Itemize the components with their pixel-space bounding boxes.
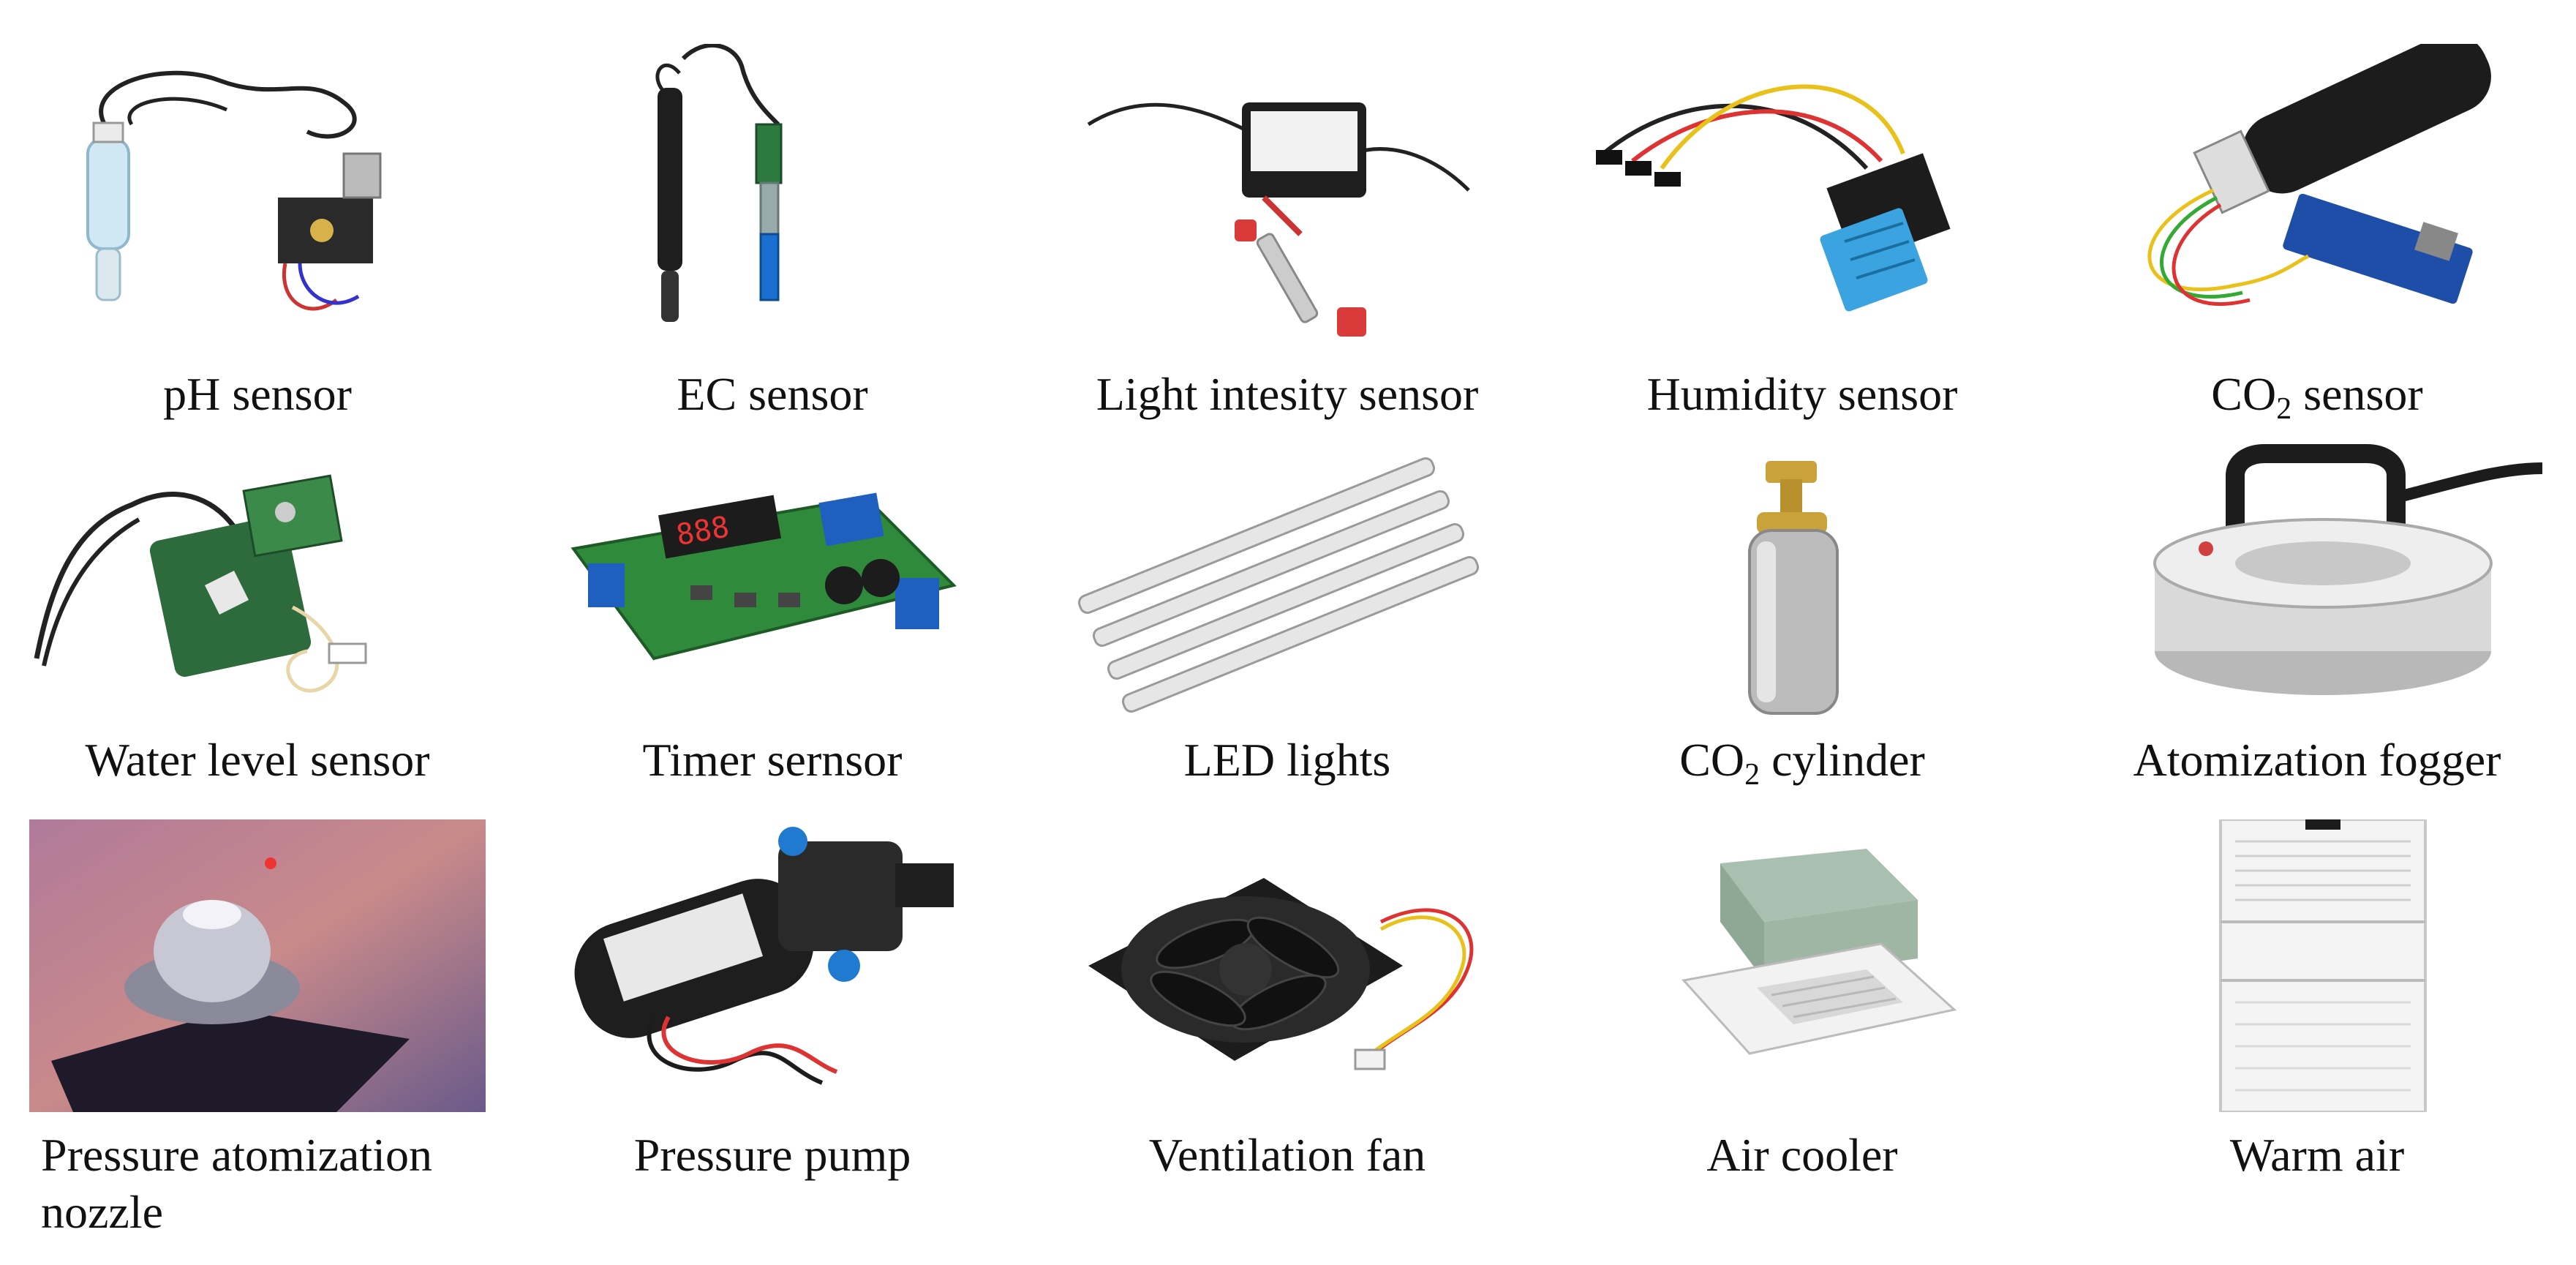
ph-sensor-probe-icon	[29, 44, 486, 359]
caption: Humidity sensor	[1646, 368, 1958, 420]
co2-sensor-tube-icon	[2089, 44, 2545, 359]
pressure-nozzle-photo-icon	[29, 819, 486, 1112]
caption: pH sensor	[163, 368, 352, 420]
item-humidity-sensor: Humidity sensor	[1545, 0, 2060, 439]
caption: Pressure pump	[633, 1129, 911, 1181]
item-pressure-pump: Pressure pump	[515, 805, 1030, 1265]
item-co2-sensor: CO2 sensor	[2060, 0, 2575, 439]
caption: Water level sensor	[85, 734, 430, 786]
item-light-intensity-sensor: Light intesity sensor	[1030, 0, 1545, 439]
cassette-air-cooler-icon	[1574, 819, 2030, 1112]
caption: Pressure atomization nozzle	[41, 1129, 432, 1238]
caption: Atomization fogger	[2133, 734, 2501, 786]
item-warm-air: Warm air	[2060, 805, 2575, 1265]
caption: Warm air	[2229, 1129, 2405, 1181]
caption: CO2 cylinder	[1679, 734, 1925, 792]
item-water-level-sensor: Water level sensor	[0, 439, 515, 805]
caption: LED lights	[1183, 734, 1391, 786]
warm-air-cabinet-icon	[2089, 819, 2545, 1112]
item-timer-sensor: 888 Timer sernsor	[515, 439, 1030, 805]
item-ec-sensor: EC sensor	[515, 0, 1030, 439]
humidity-sensor-module-icon	[1574, 44, 2030, 359]
led-light-bars-icon	[1059, 439, 1515, 717]
light-sensor-box-icon	[1059, 44, 1515, 359]
item-pressure-atomization-nozzle: Pressure atomization nozzle	[0, 805, 515, 1265]
ec-sensor-probe-icon	[544, 44, 1001, 359]
caption: Light intesity sensor	[1096, 368, 1479, 420]
pressure-pump-icon	[544, 819, 1001, 1112]
atomization-fogger-icon	[2089, 439, 2545, 717]
item-air-cooler: Air cooler	[1545, 805, 2060, 1265]
caption: EC sensor	[677, 368, 868, 420]
ventilation-fan-icon	[1059, 819, 1515, 1112]
item-ph-sensor: pH sensor	[0, 0, 515, 439]
item-atomization-fogger: Atomization fogger	[2060, 439, 2575, 805]
timer-relay-board-icon: 888	[544, 439, 1001, 717]
co2-cylinder-icon	[1574, 439, 2030, 717]
item-led-lights: LED lights	[1030, 439, 1545, 805]
caption: Ventilation fan	[1148, 1129, 1426, 1181]
caption: Timer sernsor	[642, 734, 903, 786]
water-level-sensor-icon	[29, 439, 486, 717]
caption: CO2 sensor	[2211, 368, 2423, 426]
caption: Air cooler	[1706, 1129, 1898, 1181]
item-ventilation-fan: Ventilation fan	[1030, 805, 1545, 1265]
item-co2-cylinder: CO2 cylinder	[1545, 439, 2060, 805]
